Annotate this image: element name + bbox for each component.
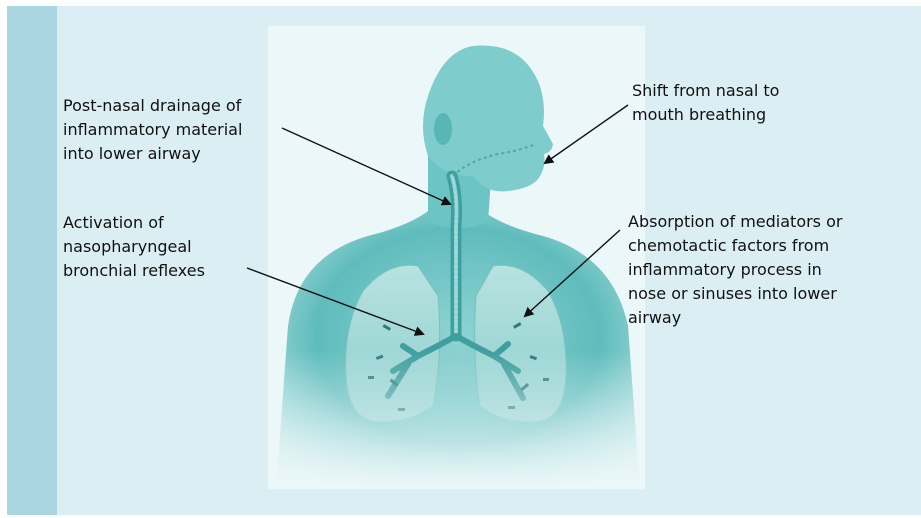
- anatomy-svg: [268, 26, 645, 489]
- label-reflex-activation: Activation of nasopharyngeal bronchial r…: [63, 211, 283, 283]
- label-postnasal-drainage: Post-nasal drainage of inflammatory mate…: [63, 94, 323, 166]
- label-mediator-absorption: Absorption of mediators or chemotactic f…: [628, 210, 913, 330]
- left-accent-bar: [7, 6, 57, 515]
- label-mouth-breathing: Shift from nasal to mouth breathing: [632, 79, 862, 127]
- airway-illustration: [268, 26, 645, 489]
